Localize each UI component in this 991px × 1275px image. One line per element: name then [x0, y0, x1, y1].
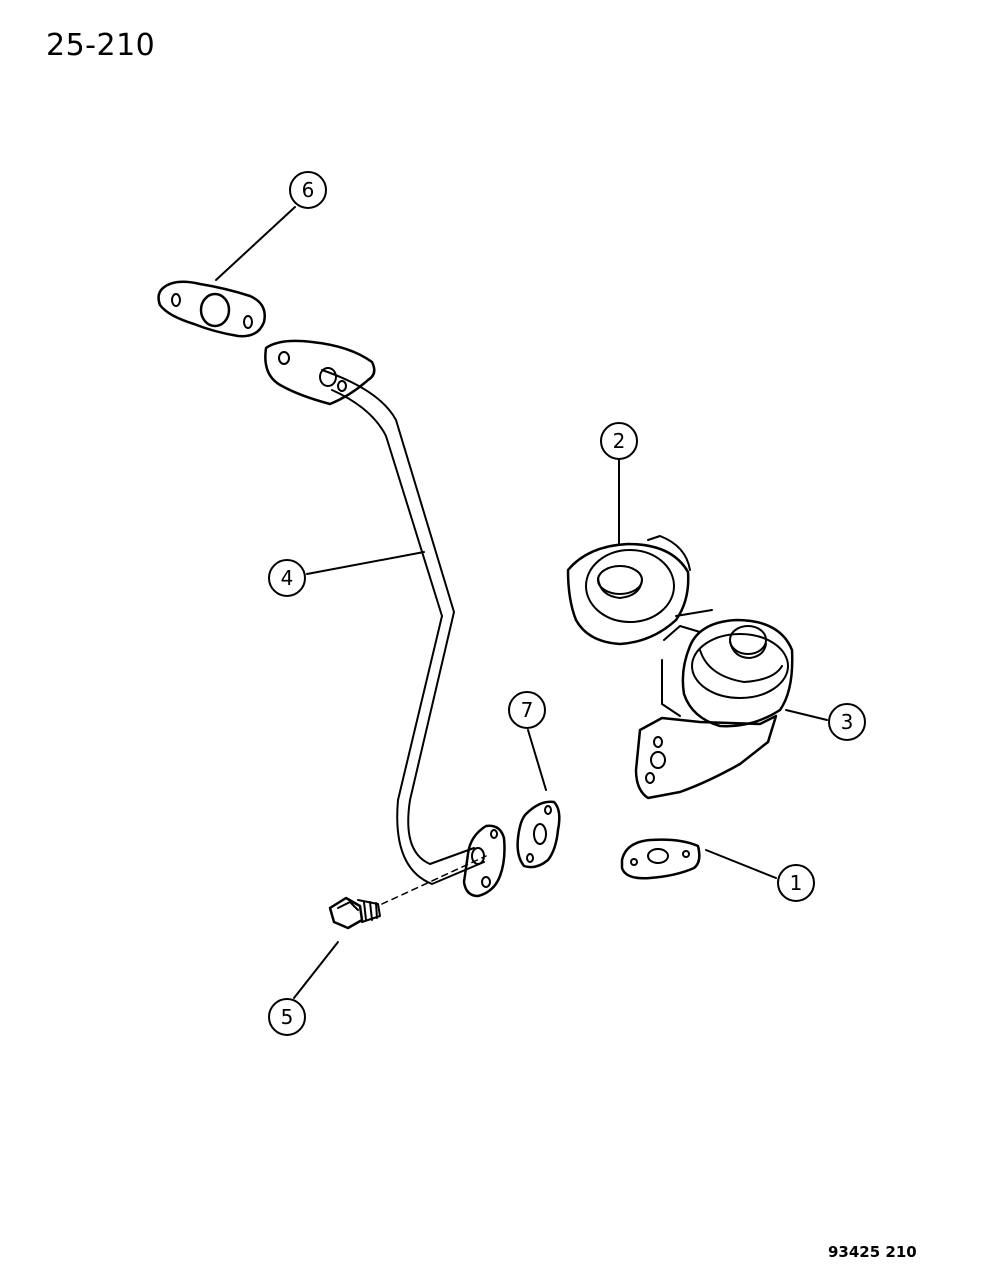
bolt-5: [328, 855, 487, 930]
callout-3-label: 3: [841, 710, 854, 734]
callout-4-label: 4: [281, 566, 294, 590]
callout-7-label: 7: [521, 698, 534, 722]
callout-1: 1: [777, 864, 815, 902]
valve-assembly-2-3: [566, 535, 794, 800]
callout-2-label: 2: [613, 429, 626, 453]
upper-gasket-6: [157, 280, 266, 338]
callout-4: 4: [268, 559, 306, 597]
leader-lines: [215, 206, 828, 999]
callout-3: 3: [828, 703, 866, 741]
callout-7: 7: [508, 691, 546, 729]
callout-5: 5: [268, 998, 306, 1036]
callout-6-label: 6: [302, 178, 315, 202]
tube-4: [264, 339, 506, 898]
callout-1-label: 1: [790, 871, 803, 895]
gasket-7: [516, 800, 561, 869]
callout-6: 6: [289, 171, 327, 209]
callout-5-label: 5: [281, 1005, 294, 1029]
gasket-1: [620, 838, 701, 880]
callout-2: 2: [600, 422, 638, 460]
figure-code: 93425 210: [828, 1243, 917, 1261]
page-code: 25-210: [46, 28, 156, 63]
